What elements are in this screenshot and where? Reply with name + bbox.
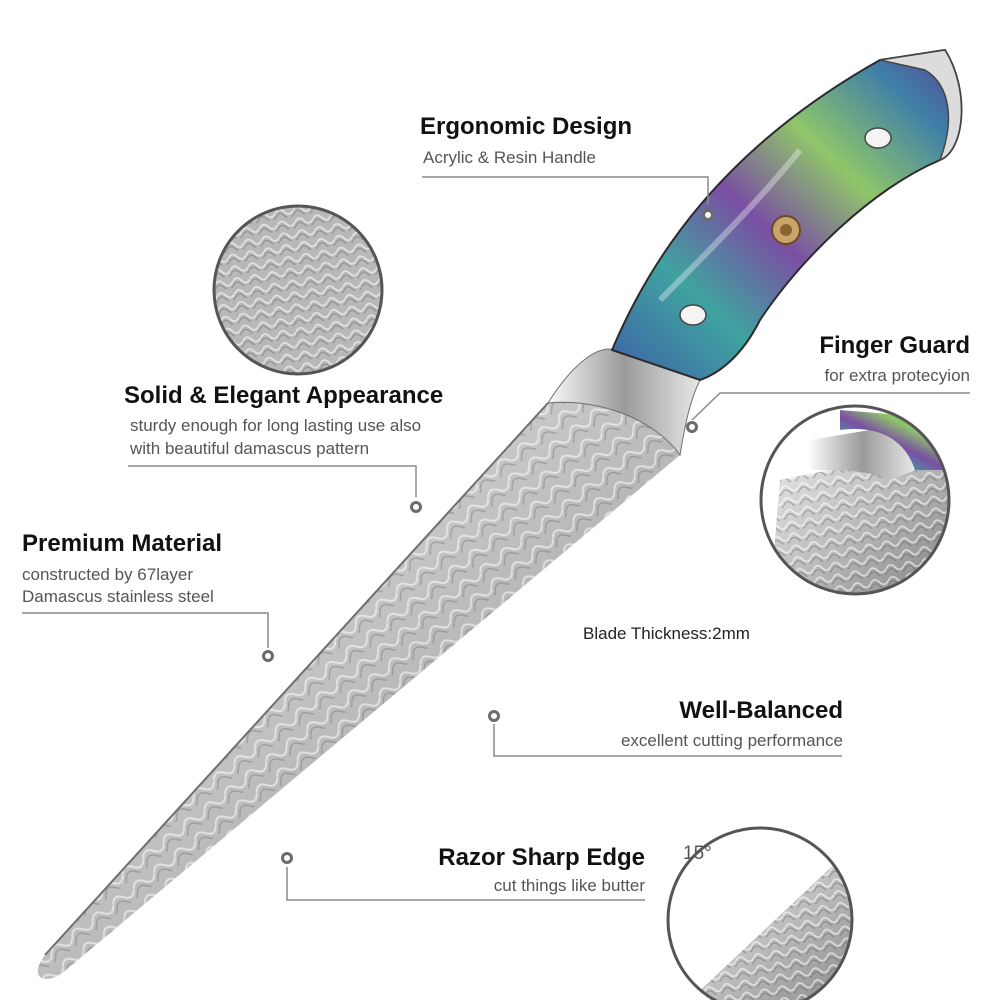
- detail-circle-pattern: [212, 204, 384, 376]
- finger-guard-subtitle: for extra protecyion: [824, 366, 970, 385]
- callout-marker-premium: [262, 650, 274, 662]
- solid-line1: sturdy enough for long lasting use also: [130, 416, 422, 435]
- callout-marker-solid: [410, 501, 422, 513]
- edge-angle-label: 15°: [683, 843, 712, 864]
- blade: [37, 401, 681, 979]
- razor-subtitle: cut things like butter: [493, 876, 645, 895]
- finger-guard-title: Finger Guard: [819, 332, 970, 359]
- callout-marker-balanced: [488, 710, 500, 722]
- detail-circle-finger-guard: [759, 404, 951, 596]
- bolster: [547, 348, 701, 457]
- callout-marker-razor: [281, 852, 293, 864]
- premium-line2: Damascus stainless steel: [22, 587, 214, 606]
- razor-title: Razor Sharp Edge: [438, 844, 645, 871]
- premium-line1: constructed by 67layer: [22, 565, 194, 584]
- callout-marker-ergonomic: [702, 209, 714, 221]
- blade-thickness-label: Blade Thickness:2mm: [583, 624, 750, 643]
- callout-marker-finger-guard: [686, 421, 698, 433]
- ergonomic-title: Ergonomic Design: [420, 113, 633, 140]
- premium-title: Premium Material: [22, 530, 223, 557]
- ergonomic-subtitle: Acrylic & Resin Handle: [423, 148, 596, 167]
- handle: [610, 48, 963, 382]
- solid-line2: with beautiful damascus pattern: [130, 439, 370, 458]
- callout-lines: [22, 176, 970, 901]
- solid-title: Solid & Elegant Appearance: [124, 382, 444, 409]
- balanced-subtitle: excellent cutting performance: [620, 731, 843, 750]
- detail-circle-edge-angle: [666, 826, 854, 1000]
- balanced-title: Well-Balanced: [679, 697, 843, 724]
